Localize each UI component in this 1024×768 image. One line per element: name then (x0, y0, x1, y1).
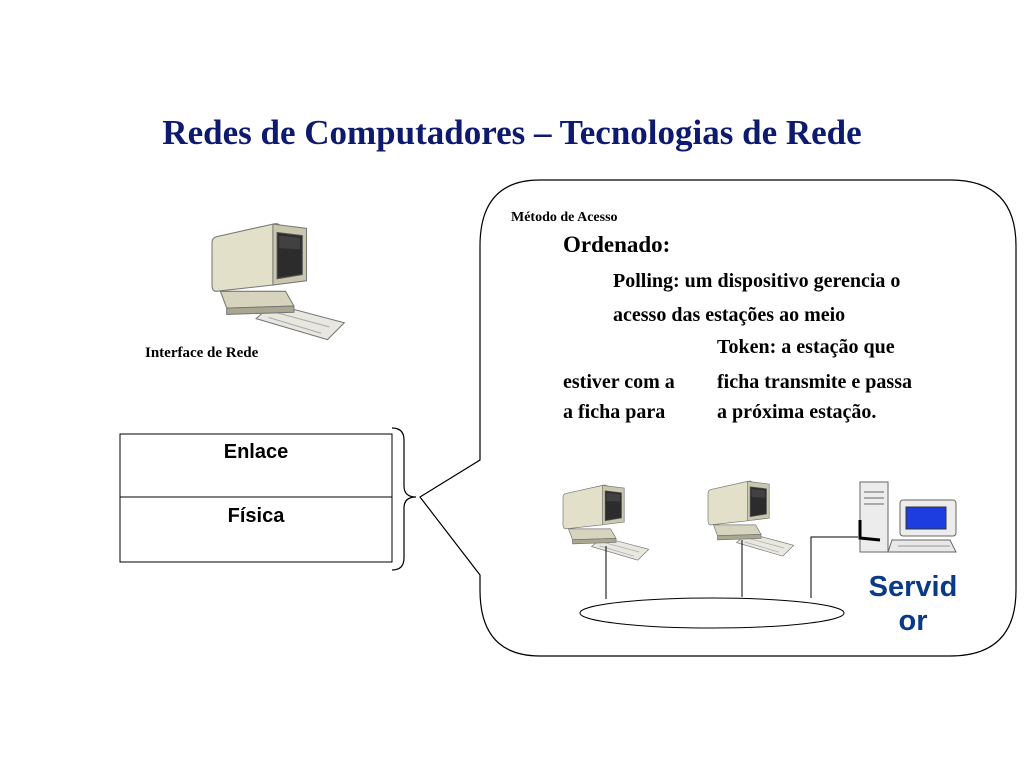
token-text-left-column: estiver com a a ficha para (563, 371, 675, 423)
desktop-computer-icon (211, 223, 345, 341)
network-bus-ellipse (579, 597, 845, 629)
network-interface-label: Interface de Rede (145, 345, 259, 361)
layer-enlace-label: Enlace (223, 441, 289, 463)
curly-brace (391, 427, 417, 571)
polling-text-line2: acesso das estações ao meio (613, 304, 846, 326)
server-computer-icon (858, 481, 957, 553)
polling-text-line1: Polling: um dispositivo gerencia o (613, 270, 901, 292)
callout-bubble (419, 179, 1017, 657)
token-text-line1: Token: a estação que (717, 336, 895, 358)
layer-fisica-label: Física (227, 505, 285, 527)
ordered-heading: Ordenado: (563, 232, 671, 257)
bus-drop-line (810, 536, 858, 598)
token-text-right-column: ficha transmite e passa a próxima estaçã… (717, 371, 912, 423)
layer-stack-box (119, 433, 393, 563)
server-label: Servid or (868, 571, 958, 637)
slide-title: Redes de Computadores – Tecnologias de R… (162, 113, 862, 152)
access-method-label: Método de Acesso (511, 210, 618, 225)
desktop-computer-icon (707, 480, 795, 557)
